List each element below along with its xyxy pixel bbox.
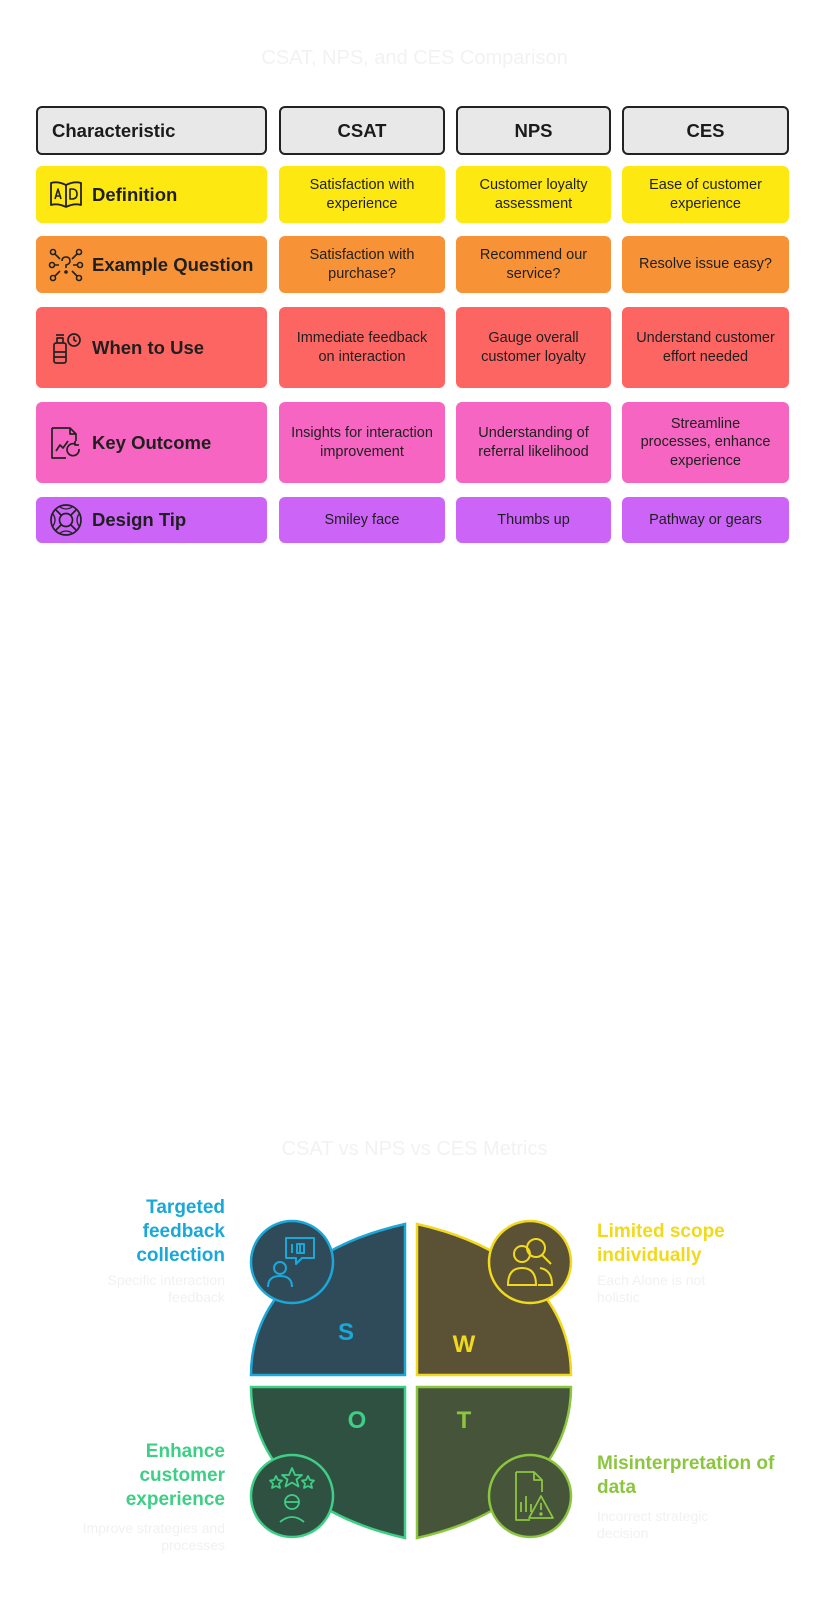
swot-o-icon-circle (249, 1453, 335, 1539)
header-csat: CSAT (279, 106, 445, 155)
cell-design-tip-ces: Pathway or gears (622, 497, 789, 543)
row-label-text: Example Question (92, 253, 254, 275)
swot-t-letter: T (457, 1407, 472, 1434)
swot-graphic: S W (249, 1219, 573, 1540)
swot-quadrant-t: T (415, 1385, 573, 1540)
row-label-definition: Definition (36, 166, 267, 223)
cell-key-outcome-nps: Understanding of referral likelihood (456, 402, 611, 483)
swot-o-letter: O (348, 1407, 367, 1434)
ad-book-icon (48, 177, 84, 213)
cell-definition-nps: Customer loyalty assessment (456, 166, 611, 223)
row-label-text: Key Outcome (92, 431, 212, 453)
swot-w-icon-circle (487, 1219, 573, 1305)
row-label-text: Definition (92, 183, 178, 205)
document-chart-icon (48, 425, 84, 461)
header-nps: NPS (456, 106, 611, 155)
header-characteristic: Characteristic (36, 106, 267, 155)
swot-t-icon-circle (487, 1453, 573, 1539)
cell-when-to-use-ces: Understand customer effort needed (622, 307, 789, 388)
cell-key-outcome-csat: Insights for interaction improvement (279, 402, 445, 483)
row-label-design-tip: Design Tip (36, 497, 267, 543)
swot-diagram: S W (0, 1197, 829, 1553)
swot-quadrant-o: O (249, 1385, 407, 1540)
cell-example-question-nps: Recommend our service? (456, 236, 611, 293)
swot-title: CSAT vs NPS vs CES Metrics (281, 1138, 548, 1160)
cell-key-outcome-ces: Streamline processes, enhance experience (622, 402, 789, 483)
swot-w-letter: W (453, 1331, 476, 1358)
cell-design-tip-nps: Thumbs up (456, 497, 611, 543)
swot-s-desc: Specific interaction feedback (107, 1272, 225, 1305)
swot-o-heading: Enhance customer experience (125, 1441, 225, 1510)
swot-s-icon-circle (249, 1219, 335, 1305)
page-title: CSAT, NPS, and CES Comparison (261, 47, 568, 69)
row-label-text: When to Use (92, 336, 205, 358)
lifebuoy-icon (48, 502, 84, 538)
cell-definition-ces: Ease of customer experience (622, 166, 789, 223)
cell-design-tip-csat: Smiley face (279, 497, 445, 543)
swot-t-desc: Incorrect strategic decision (597, 1508, 709, 1541)
swot-quadrant-w: W (415, 1219, 573, 1377)
swot-s-letter: S (338, 1319, 354, 1346)
swot-s-heading: Targeted feedback collection (136, 1197, 225, 1266)
swot-t-heading: Misinterpretation of data (597, 1453, 775, 1498)
users-search-icon (506, 1238, 554, 1286)
row-label-key-outcome: Key Outcome (36, 402, 267, 483)
report-warning-icon (515, 1471, 554, 1521)
user-feedback-icon (267, 1237, 315, 1288)
cell-definition-csat: Satisfaction with experience (279, 166, 445, 223)
swot-w-heading: Limited scope individually (597, 1221, 725, 1266)
row-label-example-question: Example Question (36, 236, 267, 293)
swot-o-desc: Improve strategies and processes (82, 1520, 225, 1553)
star-rating-icon (269, 1467, 315, 1523)
row-label-when-to-use: When to Use (36, 307, 267, 388)
question-network-icon (48, 247, 84, 283)
cell-example-question-ces: Resolve issue easy? (622, 236, 789, 293)
header-ces: CES (622, 106, 789, 155)
timer-bottle-icon (48, 330, 84, 366)
row-label-text: Design Tip (92, 509, 187, 531)
swot-quadrant-s: S (249, 1219, 407, 1377)
cell-when-to-use-csat: Immediate feedback on interaction (279, 307, 445, 388)
cell-example-question-csat: Satisfaction with purchase? (279, 236, 445, 293)
cell-when-to-use-nps: Gauge overall customer loyalty (456, 307, 611, 388)
swot-w-desc: Each Alone is not holistic (597, 1272, 706, 1305)
